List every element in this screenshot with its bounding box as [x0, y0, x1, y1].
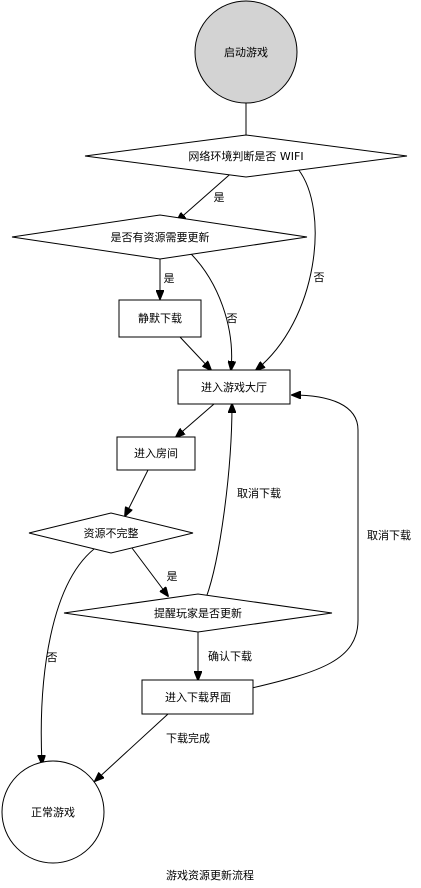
edge-lobby-to-room: [176, 403, 215, 437]
node-resource-incomplete: 资源不完整: [28, 512, 194, 554]
node-check-wifi: 网络环境判断是否 WIFI: [84, 134, 408, 178]
edge-label-wifi-no: 否: [314, 271, 325, 284]
edge-label-incomplete-no: 否: [47, 651, 58, 664]
node-room: 进入房间: [116, 436, 196, 471]
edge-download-cancel-to-lobby: [251, 395, 359, 689]
node-check-update-label: 是否有资源需要更新: [111, 230, 210, 244]
node-silent-download: 静默下载: [118, 299, 202, 338]
node-prompt-update: 提醒玩家是否更新: [63, 593, 333, 633]
node-resource-incomplete-label: 资源不完整: [84, 526, 139, 540]
edge-incomplete-no-to-normal: [41, 545, 99, 764]
node-start: 启动游戏: [194, 0, 298, 104]
node-room-label: 进入房间: [134, 447, 178, 460]
edge-label-prompt-confirm: 确认下载: [208, 650, 252, 663]
edge-room-to-incomplete: [125, 469, 149, 516]
edge-labels: 是 否 是 否 是 否 取消下载 确认下载 取消下载 下载完成: [47, 191, 412, 745]
node-download-screen-label: 进入下载界面: [165, 691, 231, 704]
edge-label-wifi-yes: 是: [214, 191, 225, 204]
edge-label-prompt-cancel: 取消下载: [237, 486, 281, 500]
node-download-screen: 进入下载界面: [141, 679, 254, 715]
node-normal-game: 正常游戏: [1, 760, 105, 864]
edge-label-download-done: 下载完成: [166, 731, 210, 745]
edge-wifi-no-to-lobby: [256, 168, 316, 370]
edge-wifi-yes-to-update: [177, 168, 237, 221]
node-check-update: 是否有资源需要更新: [11, 214, 308, 260]
edge-label-update-yes: 是: [164, 272, 175, 285]
nodes: 启动游戏 网络环境判断是否 WIFI 是否有资源需要更新 静默下载 进入游戏大厅…: [1, 0, 408, 864]
edge-silent-to-lobby: [179, 336, 211, 370]
edge-download-done-to-normal: [95, 713, 169, 781]
node-lobby: 进入游戏大厅: [177, 369, 291, 405]
node-check-wifi-label: 网络环境判断是否 WIFI: [188, 149, 303, 163]
node-normal-game-label: 正常游戏: [31, 806, 75, 819]
edges: [41, 103, 359, 781]
edge-label-incomplete-yes: 是: [167, 570, 178, 583]
diagram-caption: 游戏资源更新流程: [166, 868, 254, 882]
edge-update-no-to-lobby: [184, 247, 232, 370]
node-start-label: 启动游戏: [224, 46, 268, 59]
edge-prompt-cancel-to-lobby: [205, 404, 232, 599]
edge-incomplete-yes-to-prompt: [131, 547, 168, 596]
edge-label-download-cancel: 取消下载: [367, 528, 411, 542]
node-silent-download-label: 静默下载: [138, 311, 182, 325]
edge-label-update-no: 否: [227, 312, 238, 325]
node-prompt-update-label: 提醒玩家是否更新: [154, 606, 242, 620]
node-lobby-label: 进入游戏大厅: [201, 380, 267, 394]
